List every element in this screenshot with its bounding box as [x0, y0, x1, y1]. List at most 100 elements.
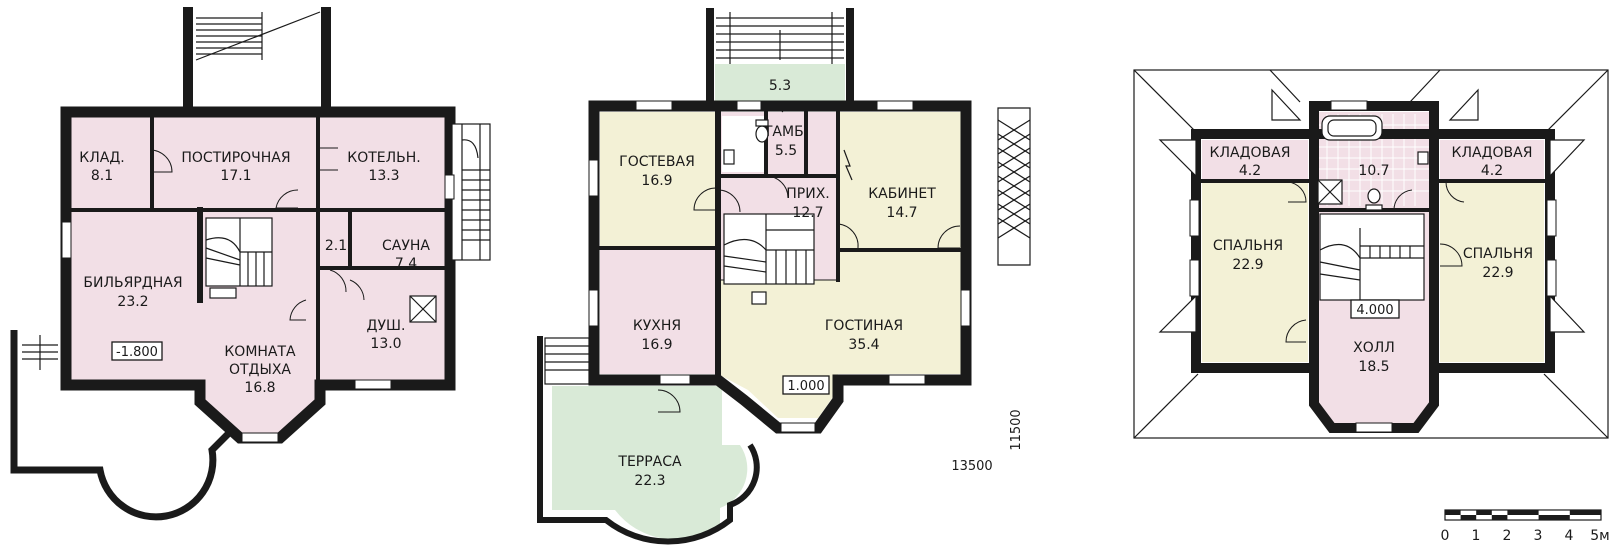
ground-level-mark: 1.000 — [787, 379, 824, 394]
terrace-door — [657, 389, 681, 413]
window — [588, 289, 599, 327]
window — [635, 100, 673, 111]
room-area-boiler: 13.3 — [368, 168, 399, 184]
study-fill — [838, 112, 962, 250]
terrace-stair — [544, 337, 590, 385]
door — [329, 269, 347, 293]
roof-dormers — [1158, 88, 1586, 333]
shower-icon — [1317, 179, 1343, 205]
window — [888, 374, 926, 385]
room-name-study: КАБИНЕТ — [868, 186, 936, 202]
room-area-kitchen: 16.9 — [641, 337, 672, 353]
room-area-sauna: 7.4 — [395, 256, 417, 272]
room-name-storage-left: КЛАДОВАЯ — [1210, 145, 1291, 161]
room-area-porch: 5.3 — [769, 78, 791, 94]
window — [1546, 199, 1557, 237]
scale-label-1: 1 — [1472, 528, 1481, 544]
door — [837, 223, 859, 249]
door — [275, 189, 299, 209]
kitchen-fill — [600, 248, 718, 374]
room-name-rest-1: КОМНАТА — [224, 344, 296, 360]
room-name-shower: ДУШ. — [367, 318, 406, 334]
room-name-boiler: КОТЕЛЬН. — [347, 150, 420, 166]
room-name-guest: ГОСТЕВАЯ — [619, 154, 695, 170]
basement-entry-stairs — [195, 11, 321, 61]
bedroom-right-fill — [1440, 182, 1544, 362]
room-area-bedroom-left: 22.9 — [1232, 257, 1263, 273]
basement-ramp-stair — [22, 335, 58, 370]
door — [765, 175, 789, 199]
window — [1546, 259, 1557, 297]
door — [1285, 319, 1307, 343]
room-area-laundry: 17.1 — [220, 168, 251, 184]
basement-side-stair — [451, 123, 491, 261]
room-name-vestibule: ТАМБ. — [763, 124, 808, 140]
scale-label-0: 0 — [1441, 528, 1450, 544]
door — [693, 187, 717, 211]
room-name-laundry: ПОСТИРОЧНАЯ — [181, 150, 290, 166]
room-name-living: ГОСТИНАЯ — [825, 318, 903, 334]
scale-label-2: 2 — [1503, 528, 1512, 544]
window — [876, 100, 914, 111]
sink-icon — [1417, 151, 1429, 165]
room-name-terrace: ТЕРРАСА — [617, 454, 682, 470]
room-area-shower: 13.0 — [370, 336, 401, 352]
room-name-sauna: САУНА — [382, 238, 430, 254]
window — [1330, 100, 1368, 111]
room-area-hall-attic: 18.5 — [1358, 359, 1389, 375]
room-name-hall: ПРИХ. — [786, 186, 829, 202]
room-area-bedroom-right: 22.9 — [1482, 265, 1513, 281]
room-name-klad: КЛАД. — [79, 150, 124, 166]
level-mark-box — [782, 375, 830, 395]
scale-label-3: 3 — [1534, 528, 1543, 544]
basement-level-mark: -1.800 — [116, 345, 158, 360]
window — [960, 289, 971, 327]
basement-internal-stair — [205, 217, 273, 299]
room-area-storage-left: 4.2 — [1239, 163, 1261, 179]
attic-internal-stair — [1319, 213, 1425, 301]
window — [588, 159, 599, 197]
scale-label-5: 5м — [1590, 528, 1609, 544]
terrace-rail — [537, 336, 760, 545]
door — [349, 279, 365, 301]
window — [780, 422, 816, 433]
window — [61, 221, 72, 259]
door — [1445, 181, 1465, 203]
ground-plan: 5.3 ТАМБ. 5.5 ГОСТЕВАЯ 16.9 ПРИХ. 12.7 К… — [537, 8, 1031, 545]
door — [937, 225, 961, 249]
window — [1189, 259, 1200, 297]
room-name-bedroom-left: СПАЛЬНЯ — [1213, 238, 1283, 254]
window — [241, 432, 279, 443]
room-area-storage-right: 4.2 — [1481, 163, 1503, 179]
bedroom-left-fill — [1202, 182, 1308, 362]
porch-fill — [715, 64, 845, 106]
window — [354, 379, 392, 390]
door — [318, 147, 338, 171]
bathtub-icon — [1321, 115, 1383, 141]
room-area-rest: 16.8 — [244, 380, 275, 396]
basement-entry-stair-area — [188, 12, 326, 112]
storage-left-fill — [1202, 140, 1308, 180]
room-area-terrace: 22.3 — [634, 473, 665, 489]
terrace-fill — [552, 386, 748, 540]
ground-side-stair — [997, 107, 1031, 266]
roof-hips — [1133, 69, 1609, 439]
room-name-bedroom-right: СПАЛЬНЯ — [1463, 246, 1533, 262]
basement-plan: КЛАД. 8.1 ПОСТИРОЧНАЯ 17.1 КОТЕЛЬН. 13.3… — [10, 7, 491, 521]
sink-icon — [723, 149, 735, 165]
room-area-vestibule: 5.5 — [775, 143, 797, 159]
basement-outer-wall — [60, 106, 456, 444]
window — [444, 174, 455, 200]
level-mark-box — [111, 341, 163, 361]
door — [149, 149, 173, 173]
room-area-hall: 12.7 — [792, 205, 823, 221]
toilet-icon — [755, 119, 769, 143]
door — [1393, 189, 1413, 211]
room-name-hall-attic: ХОЛЛ — [1353, 340, 1395, 356]
door — [717, 189, 741, 213]
ground-internal-stair — [723, 213, 815, 305]
door — [289, 299, 307, 321]
storage-right-fill — [1440, 140, 1544, 180]
window — [659, 374, 691, 385]
room-area-bathroom: 10.7 — [1358, 163, 1389, 179]
